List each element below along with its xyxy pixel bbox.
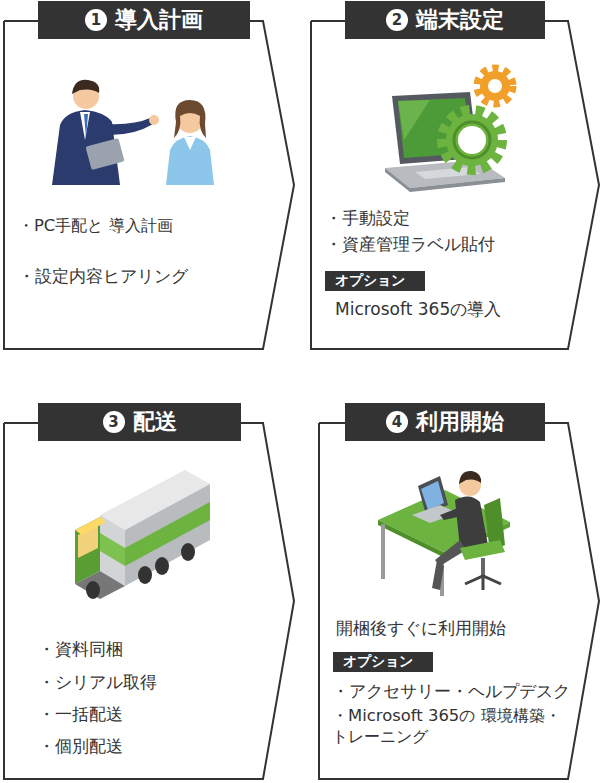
step-detail: ・個別配送 bbox=[38, 736, 123, 757]
step-number: 4 bbox=[386, 411, 408, 433]
step-number: 2 bbox=[386, 9, 408, 31]
step-detail: Microsoft 365の導入 bbox=[335, 299, 501, 320]
chevron-border bbox=[319, 423, 599, 779]
heading-tab: 2 端末設定 bbox=[345, 1, 545, 39]
step-detail: ・PC手配と 導入計画 bbox=[18, 216, 268, 236]
step-detail: ・Microsoft 365の 環境構築・トレーニング bbox=[332, 706, 572, 747]
step-detail: ・シリアル取得 bbox=[38, 672, 157, 693]
step-panel: 4利用開始開梱後すぐに利用開始・アクセサリー・ヘルプデスク・Microsoft … bbox=[318, 422, 600, 780]
people-illustration bbox=[52, 80, 214, 185]
step-detail: ・一括配送 bbox=[38, 704, 123, 725]
step-title: 導入計画 bbox=[115, 9, 203, 31]
option-badge: オプション bbox=[333, 652, 433, 672]
step-detail: ・設定内容ヒアリング bbox=[18, 266, 188, 287]
step-panel: 3配送・資料同梱・シリアル取得・一括配送・個別配送 bbox=[3, 422, 295, 780]
step-number: 3 bbox=[103, 411, 125, 433]
truck-illustration bbox=[75, 470, 210, 599]
laptop-gears-illustration bbox=[385, 69, 512, 192]
step-detail: 開梱後すぐに利用開始 bbox=[336, 618, 506, 639]
heading-tab: 1 導入計画 bbox=[38, 1, 250, 39]
step-detail: ・資産管理ラベル貼付 bbox=[325, 234, 495, 255]
step-detail: ・資料同梱 bbox=[38, 639, 123, 660]
option-label: オプション bbox=[343, 653, 423, 670]
chevron-border bbox=[4, 423, 294, 779]
step-title: 配送 bbox=[133, 411, 177, 433]
step-panel: 2端末設定・手動設定・資産管理ラベル貼付Microsoft 365の導入オプショ… bbox=[310, 20, 600, 350]
step-title: 端末設定 bbox=[416, 9, 504, 31]
chevron-border bbox=[311, 21, 599, 349]
step-title: 利用開始 bbox=[416, 411, 504, 433]
desk-worker-illustration bbox=[378, 471, 510, 596]
step-detail: ・手動設定 bbox=[325, 208, 410, 229]
chevron-outline bbox=[3, 422, 295, 780]
heading-tab: 4 利用開始 bbox=[345, 403, 545, 441]
step-number: 1 bbox=[85, 9, 107, 31]
chevron-outline bbox=[318, 422, 600, 780]
heading-tab: 3 配送 bbox=[38, 403, 241, 441]
chevron-outline bbox=[3, 20, 295, 350]
option-badge: オプション bbox=[325, 271, 425, 291]
step-panel: 1導入計画・PC手配と 導入計画・設定内容ヒアリング bbox=[3, 20, 295, 350]
chevron-border bbox=[4, 21, 294, 349]
option-label: オプション bbox=[335, 272, 415, 289]
step-detail: ・アクセサリー・ヘルプデスク bbox=[332, 682, 570, 703]
